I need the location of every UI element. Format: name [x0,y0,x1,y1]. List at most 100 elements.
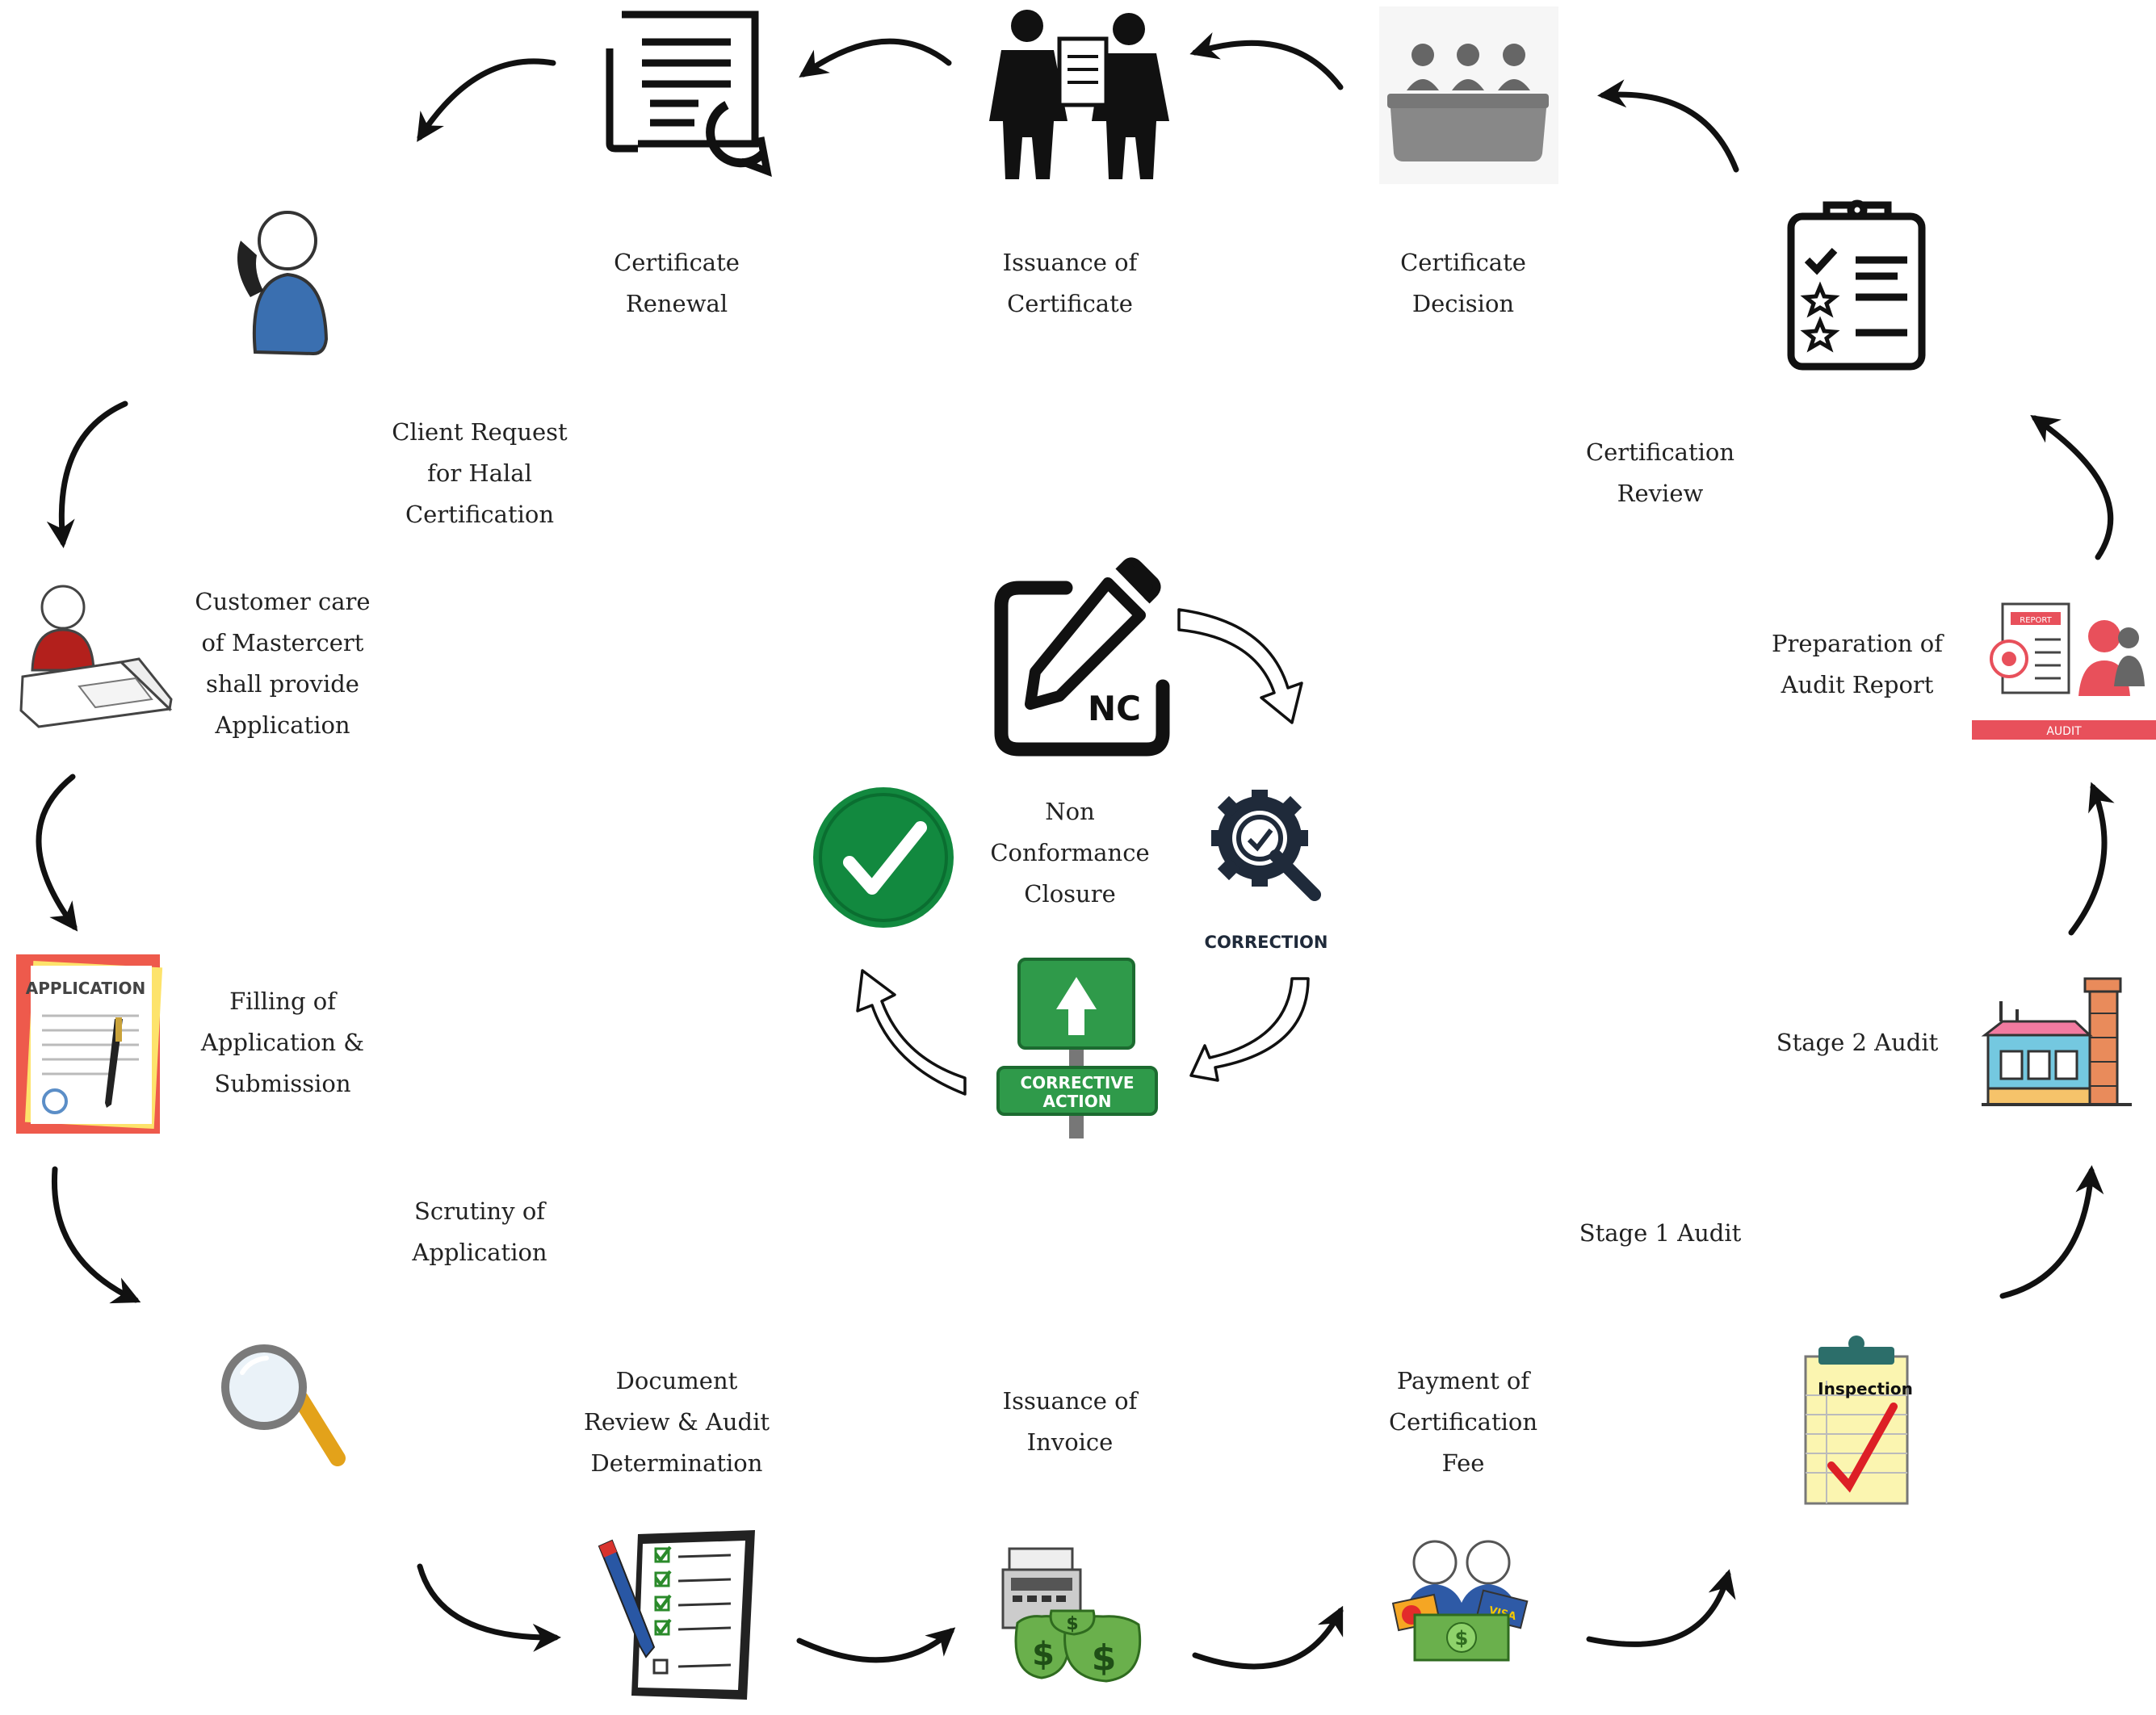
label-line: Certificate [1400,249,1526,276]
label-line: Invoice [1026,1428,1114,1456]
label-line: Issuance of [1002,249,1138,276]
label-line: Closure [1024,880,1116,908]
label-line: Scrutiny of [413,1197,546,1225]
client-phone-icon [237,211,329,356]
customer-care-icon [19,585,173,728]
label-payment: Payment of Certification Fee [1389,1361,1537,1484]
audit-report-icon: REPORT AUDIT [1972,602,2156,740]
label-line: shall provide [206,670,359,698]
document-review-icon [598,1530,755,1700]
arrow-issuance-to-renewal [799,38,952,78]
label-line: Document [615,1367,738,1394]
label-line: Certificate [1007,290,1133,317]
label-nc-closure: Non Conformance Closure [990,791,1149,915]
nc-badge-text: NC [1088,689,1141,728]
label-line: Decision [1411,290,1515,317]
label-cert-decision: Certificate Decision [1400,242,1526,325]
label-line: Submission [214,1070,351,1097]
label-scrutiny: Scrutiny of Application [412,1191,547,1273]
label-invoice: Issuance of Invoice [1003,1381,1138,1463]
arrow-corrective-to-closure [856,969,967,1096]
arrow-stage2-to-report [2068,782,2115,936]
label-line: Customer care [195,588,371,615]
certificate-decision-icon [1379,6,1558,184]
label-line: Filling of [229,987,336,1015]
label-doc-review: Document Review & Audit Determination [584,1361,770,1484]
label-line: Certification [405,501,555,528]
label-line: Determination [590,1449,763,1477]
report-text: REPORT [2020,616,2052,625]
label-cert-review: Certification Review [1586,432,1734,514]
label-line: Renewal [625,290,728,317]
svg-text:$: $ [1092,1637,1117,1679]
svg-text:$: $ [1066,1614,1078,1634]
action-text: ACTION [1043,1092,1112,1111]
arrow-renewal-to-client [417,58,556,142]
label-line: Review & Audit [583,1408,770,1436]
label-line: Preparation of [1771,630,1944,657]
label-stage2: Stage 2 Audit [1776,1022,1939,1063]
corrective-text: CORRECTIVE [1020,1073,1134,1092]
label-client-request: Client Request for Halal Certification [392,412,567,535]
correction-label: CORRECTION [1205,933,1328,952]
arrow-stage1-to-stage2 [1999,1165,2104,1299]
label-issuance-cert: Issuance of Certificate [1003,242,1138,325]
stage2-audit-icon [1981,977,2132,1106]
arrow-report-to-review [2030,414,2114,560]
label-line: Certification [1585,438,1735,466]
corrective-action-sign: CORRECTIVE ACTION [996,958,1158,1138]
inspection-text: Inspection [1818,1379,1913,1398]
payment-fee-icon: VISA $ [1391,1540,1529,1662]
label-line: Audit Report [1781,671,1934,698]
label-line: Stage 1 Audit [1579,1219,1742,1247]
stage1-audit-icon: Inspection [1804,1336,1913,1505]
correction-gear-icon [1211,790,1321,901]
application-text: APPLICATION [26,979,145,998]
audit-text: AUDIT [2046,725,2082,738]
label-line: Conformance [990,839,1150,866]
svg-text:$: $ [1455,1627,1469,1650]
cycle-arrows [36,32,2115,1670]
arrow-review-to-decision [1597,79,1739,173]
arrow-decision-to-issuance [1189,32,1344,90]
label-customer-care: Customer care of Mastercert shall provid… [195,581,370,746]
svg-text:$: $ [1032,1636,1055,1673]
arrow-filling-to-scrutiny [51,1166,141,1304]
label-line: Certificate [614,249,740,276]
arrow-review-to-invoice [796,1627,956,1663]
invoice-icon: $ $ $ [1001,1547,1142,1683]
arrow-scrutiny-to-review [417,1563,561,1652]
label-filling: Filling of Application & Submission [201,981,364,1105]
label-line: Fee [1441,1449,1485,1477]
label-line: Payment of [1396,1367,1530,1394]
label-line: Issuance of [1002,1387,1138,1415]
arrow-invoice-to-payment [1192,1605,1344,1670]
arrow-payment-to-stage1 [1586,1569,1736,1647]
label-line: Application [412,1239,547,1266]
label-line: of Mastercert [201,629,364,656]
label-renewal: Certificate Renewal [614,242,740,325]
label-line: Stage 2 Audit [1776,1029,1939,1056]
label-stage1: Stage 1 Audit [1579,1213,1742,1254]
label-line: Certification [1388,1408,1538,1436]
arrow-nc-to-correction [1177,608,1303,724]
label-line: Non [1045,798,1095,825]
application-form-icon: APPLICATION [16,954,163,1134]
label-line: Application [215,711,350,739]
arrow-client-to-customer [46,400,128,548]
issuance-certificate-icon [989,10,1169,179]
magnifier-icon [221,1344,346,1466]
label-audit-report: Preparation of Audit Report [1772,623,1943,706]
label-line: Client Request [392,418,568,446]
green-check-icon [813,787,954,928]
label-line: Application & [200,1029,365,1056]
arrow-correction-to-corrective [1189,977,1310,1082]
label-line: for Halal [427,459,532,487]
certificate-renewal-icon [606,10,772,178]
nc-cycle-arrows [856,608,1310,1096]
nc-edit-icon: NC [994,557,1170,757]
arrow-customer-to-filling [36,774,78,932]
label-line: Review [1617,480,1704,507]
certification-review-icon [1787,199,1926,371]
